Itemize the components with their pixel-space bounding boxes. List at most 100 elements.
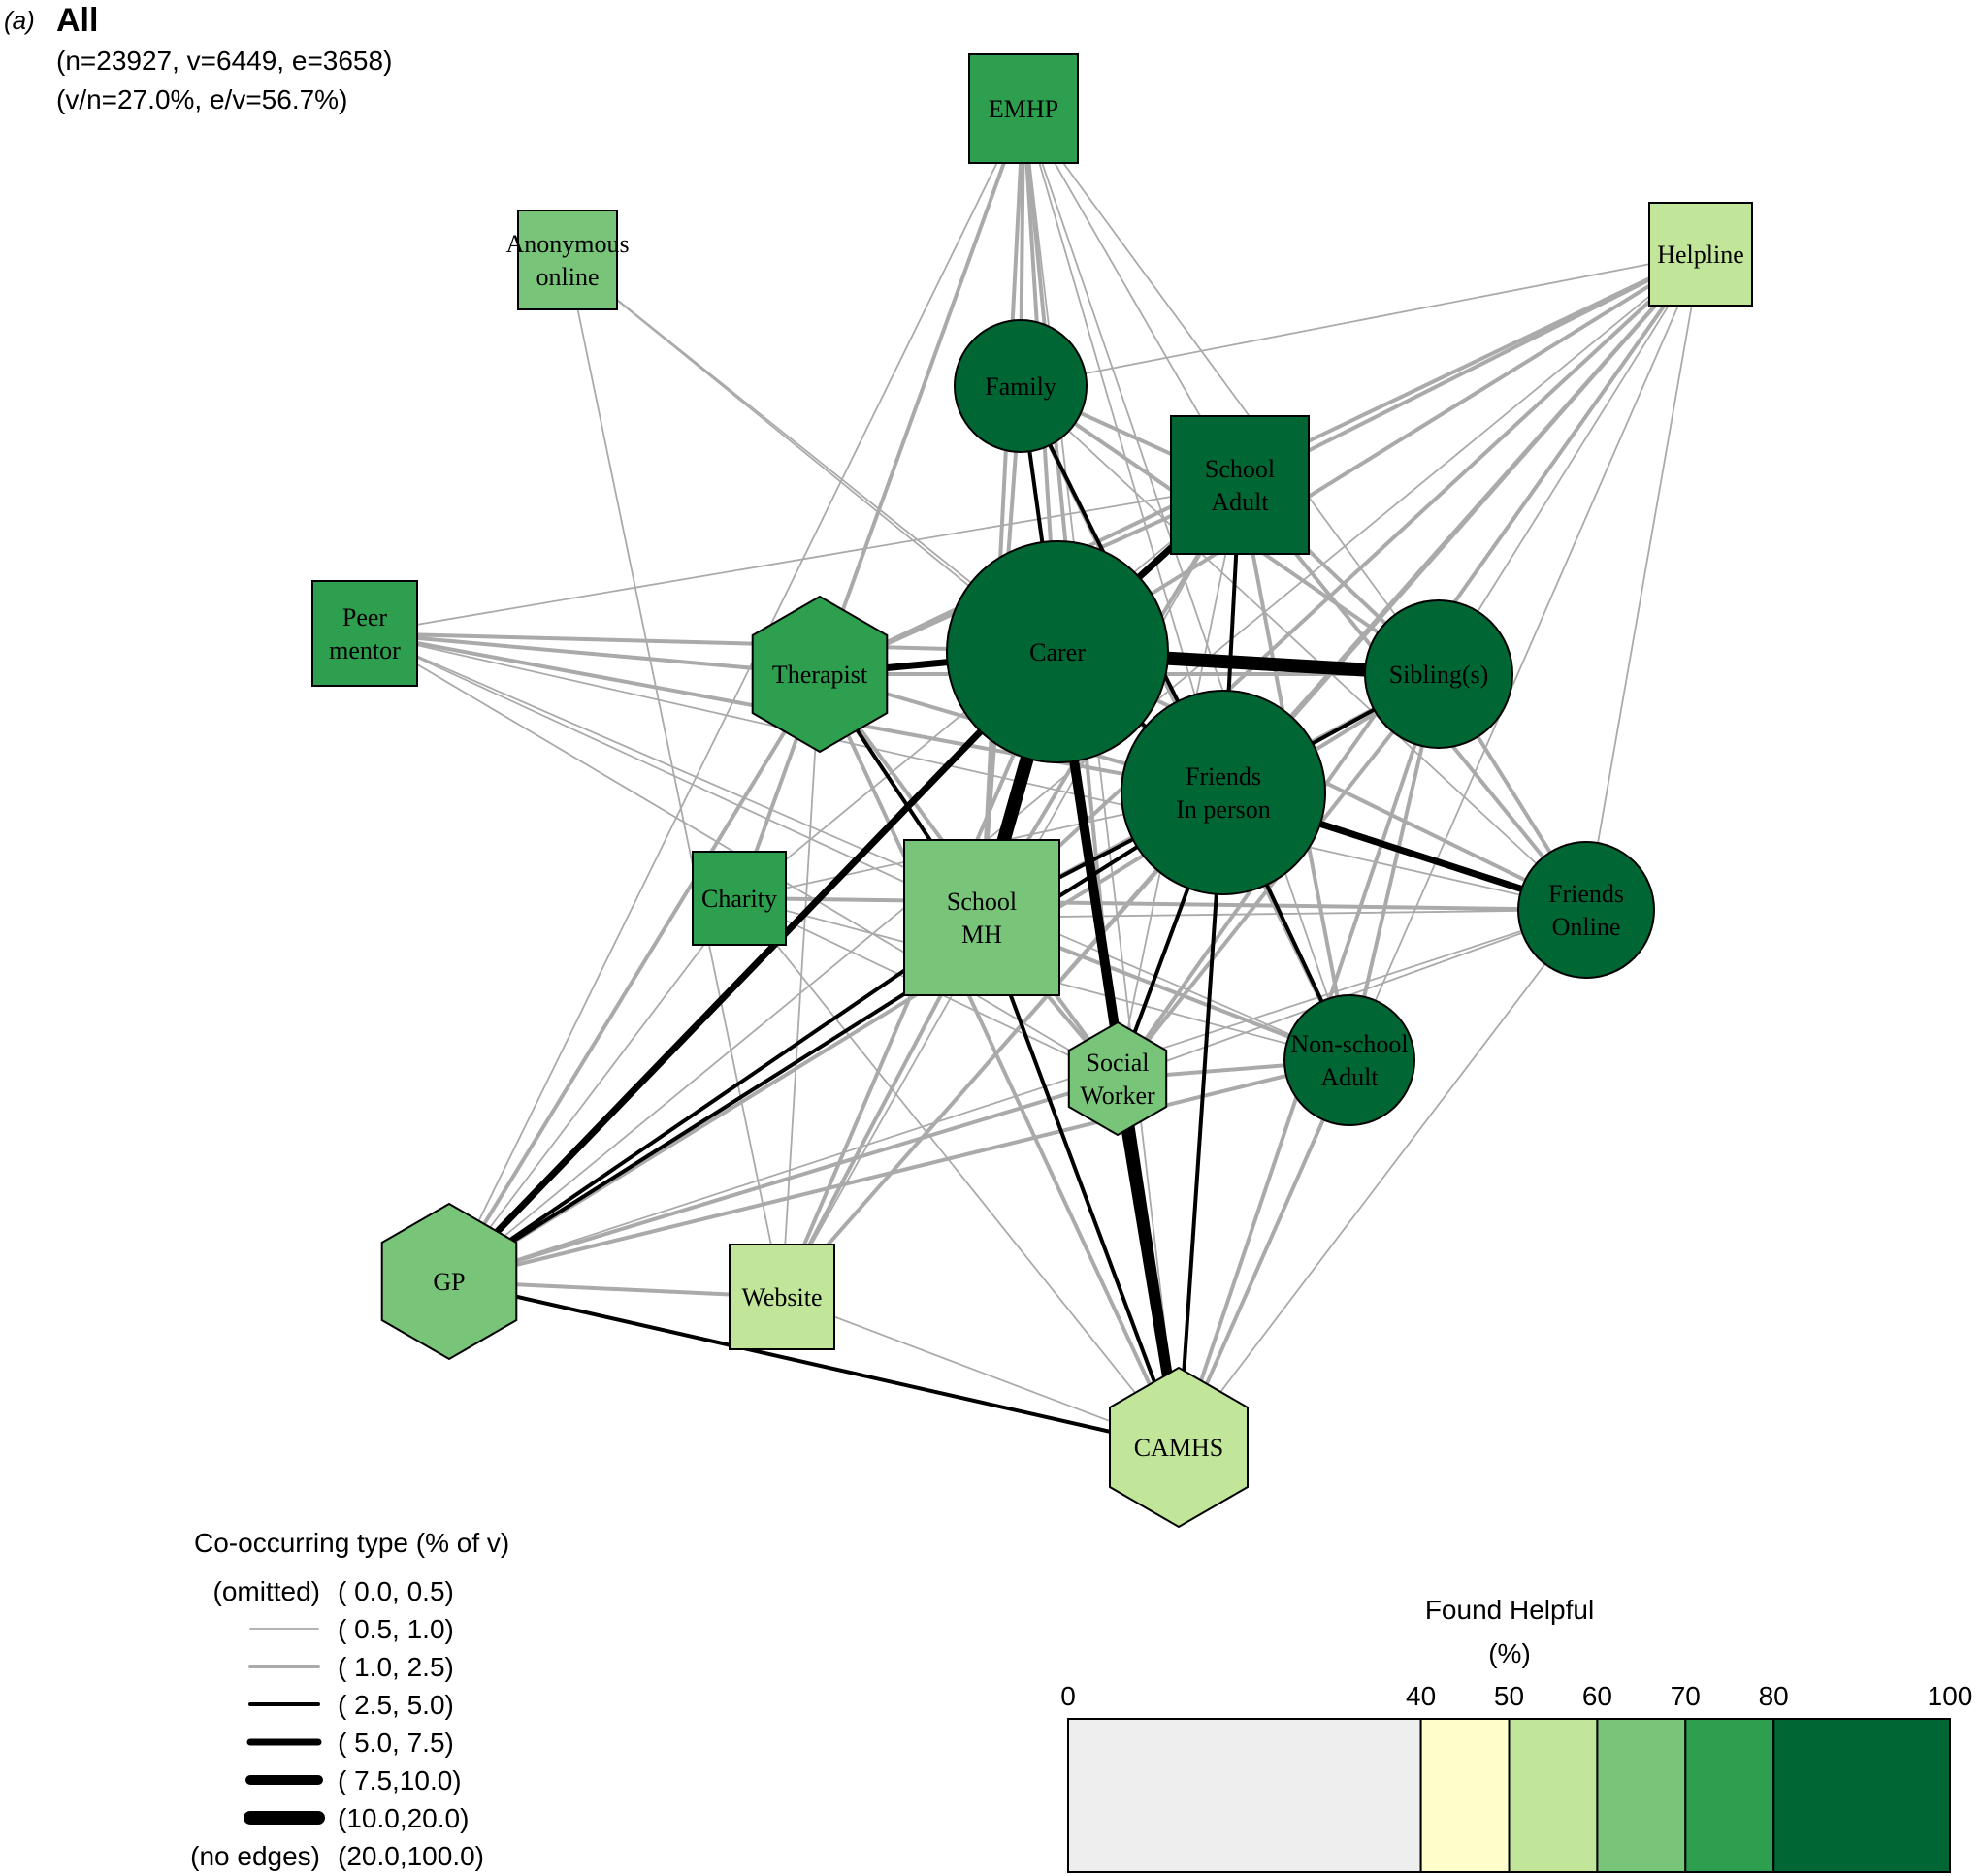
node-label-friendsol: Online [1552,913,1621,941]
node-label-anon: online [536,263,600,291]
edge-schoolmh-gp [447,916,984,1283]
node-shape-camhs [1109,1366,1249,1529]
node-sibling: Sibling(s) [1364,599,1513,749]
node-therapist: Therapist [751,595,889,754]
color-legend-tick: 0 [1060,1681,1076,1711]
color-legend-tick: 80 [1759,1681,1789,1711]
node-shape-schooladult [1170,415,1310,555]
node-shape-helpline [1648,202,1753,307]
node-label-anon: Anonymous [505,230,629,258]
color-legend-subtitle: (%) [1488,1638,1531,1668]
node-label-website: Website [741,1283,822,1311]
node-label-schoolmh: MH [961,921,1002,949]
color-legend-bin [1684,1718,1775,1873]
edge-friendsol-family [1020,385,1587,911]
edge-emhp-schoolmh [980,108,1025,919]
edge-helpline-schoolmh [980,252,1703,920]
edge-carer-gp [446,649,1060,1284]
edge-website-therapist [781,673,821,1298]
color-legend-bin [1067,1718,1422,1873]
node-label-carer: Carer [1029,638,1086,666]
node-shape-website [729,1244,835,1350]
node-carer: Carer [946,540,1169,763]
node-label-camhs: CAMHS [1134,1434,1223,1462]
panel-title: All [56,2,98,39]
node-label-schooladult: Adult [1211,488,1269,516]
node-label-nonschool: Non-school [1290,1030,1408,1058]
node-shape-friendsip [1121,690,1326,895]
node-label-nonschool: Adult [1320,1063,1379,1091]
edge-therapist-camhs [818,673,1181,1448]
node-shape-charity [692,851,787,946]
nodes-layer: EMHPAnonymousonlineHelplineFamilySchoolA… [311,53,1753,1529]
edge-gp-nonschool [448,1058,1350,1283]
node-label-schooladult: School [1205,455,1275,483]
node-shape-peer [311,580,418,687]
edge-legend-range: ( 7.5,10.0) [338,1765,462,1795]
node-camhs: CAMHS [1109,1366,1249,1529]
node-shape-therapist [751,595,889,754]
color-legend-tick: 100 [1928,1681,1973,1711]
panel-stats-line2: (v/n=27.0%, e/v=56.7%) [56,84,347,114]
edge-emhp-sibling [1023,108,1440,675]
node-label-helpline: Helpline [1657,241,1744,269]
node-label-family: Family [985,372,1056,401]
edge-legend-range: (20.0,100.0) [338,1841,484,1871]
edge-legend-left-label: (omitted) [213,1576,320,1606]
edge-charity-camhs [738,897,1180,1448]
color-legend-tick: 60 [1582,1681,1612,1711]
node-label-social: Social [1087,1049,1150,1077]
edge-peer-therapist [364,631,821,676]
edge-friendsol-schoolmh [981,909,1587,919]
edge-legend-range: (10.0,20.0) [338,1803,469,1833]
edge-therapist-gp [447,672,822,1283]
node-shape-family [954,319,1088,453]
edge-gp-camhs [448,1279,1180,1449]
edge-peer-friendsol [364,632,1587,911]
color-legend-title: Found Helpful [1425,1595,1594,1625]
node-anon: Anonymous online [505,210,630,310]
edge-anon-website [567,259,783,1298]
edge-helpline-nonschool [1348,253,1702,1061]
edge-schoolmh-camhs [980,917,1181,1448]
color-legend-bin [1419,1718,1511,1873]
edge-gp-social [448,1077,1119,1283]
edge-friendsol-gp [448,909,1587,1282]
node-charity: Charity [692,851,787,946]
node-label-peer: mentor [329,636,401,664]
edge-friendsip-camhs [1177,792,1225,1448]
edge-friendsol-camhs [1178,909,1587,1448]
node-shape-friendsol [1517,841,1655,979]
edge-emhp-gp [448,108,1024,1282]
color-legend-tick: 50 [1494,1681,1524,1711]
node-gp: GP [380,1202,518,1361]
edge-helpline-friendsol [1585,253,1702,911]
node-shape-nonschool [1283,994,1415,1126]
node-helpline: Helpline [1648,202,1753,307]
panel-stats-line1: (n=23927, v=6449, e=3658) [56,46,392,76]
node-label-emhp: EMHP [989,95,1058,123]
node-label-friendsol: Friends [1548,880,1624,908]
node-label-charity: Charity [701,885,777,913]
edge-width-legend: Co-occurring type (% of v) (omitted)( 0.… [190,1528,509,1871]
edge-legend-left-label: (no edges) [190,1841,320,1871]
color-legend-bin [1508,1718,1599,1873]
color-legend-bin [1596,1718,1687,1873]
node-emhp: EMHP [968,53,1079,164]
edge-helpline-sibling [1438,253,1702,675]
node-label-gp: GP [433,1268,465,1296]
node-label-friendsip: Friends [1186,762,1261,791]
node-label-schoolmh: School [947,888,1017,916]
edge-legend-range: ( 2.5, 5.0) [338,1690,454,1720]
color-legend-tick: 70 [1671,1681,1701,1711]
color-legend-bin [1772,1718,1951,1873]
panel-header: (a) All (n=23927, v=6449, e=3658) (v/n=2… [4,2,392,114]
node-shape-gp [380,1202,518,1361]
